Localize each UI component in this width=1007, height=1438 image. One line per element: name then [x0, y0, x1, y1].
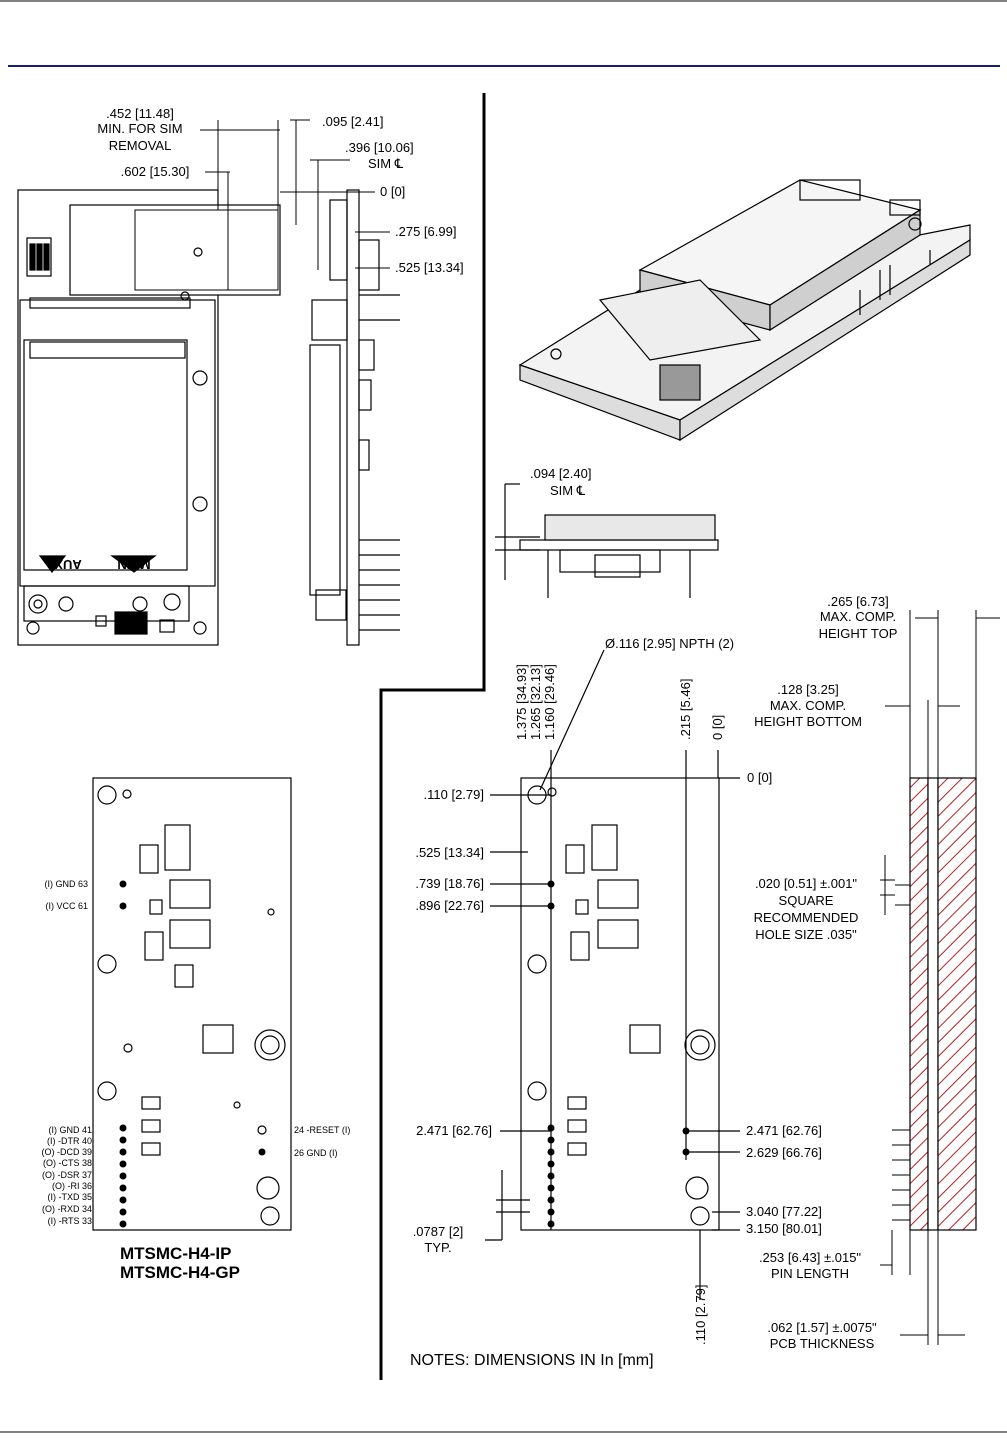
dim-452-l3: REMOVAL — [109, 138, 172, 153]
dim-094-sim: SIM ℄ — [550, 483, 586, 498]
pin-gnd-26: 26 GND (I) — [294, 1148, 338, 1158]
dim-062-l2: PCB THICKNESS — [770, 1336, 875, 1351]
dim-2471-left: 2.471 [62.76] — [416, 1123, 492, 1138]
dim-3040: 3.040 [77.22] — [746, 1204, 822, 1219]
pcb-profile — [909, 777, 977, 1231]
pin-dtr-40: (I) -DTR 40 — [47, 1136, 92, 1146]
bottom-left-board — [92, 777, 292, 1231]
pin-rxd-34: (O) -RXD 34 — [42, 1204, 92, 1214]
dim-sim-cl: SIM ℄ — [368, 156, 404, 171]
model-name-gp: MTSMC-H4-GP — [120, 1263, 240, 1282]
pin-cts-38: (O) -CTS 38 — [43, 1158, 92, 1168]
pin-dcd-39: (O) -DCD 39 — [41, 1147, 92, 1157]
dim-typ: TYP. — [424, 1240, 451, 1255]
dim-525: .525 [13.34] — [395, 260, 464, 275]
dim-1160: 1.160 [29.46] — [542, 664, 557, 740]
pin-dsr-37: (O) -DSR 37 — [42, 1170, 92, 1180]
dim-094: .094 [2.40] — [530, 466, 591, 481]
dim-v0: 0 [0] — [710, 715, 725, 740]
dim-110b: .110 [2.79] — [693, 1285, 708, 1345]
pin-gnd-41: (I) GND 41 — [48, 1125, 92, 1135]
top-left-dimension-lines — [200, 119, 390, 290]
dim-265-l2: MAX. COMP. — [820, 609, 896, 624]
dim-062: .062 [1.57] ±.0075" — [767, 1320, 877, 1335]
dim-1375: 1.375 [34.93] — [514, 664, 529, 740]
bottom-left-pins — [119, 880, 266, 1228]
dim-zero: 0 [0] — [380, 184, 405, 199]
dim-2629: 2.629 [66.76] — [746, 1145, 822, 1160]
dim-128-l3: HEIGHT BOTTOM — [754, 714, 862, 729]
dim-2471-right: 2.471 [62.76] — [746, 1123, 822, 1138]
model-name-ip: MTSMC-H4-IP — [120, 1244, 231, 1263]
pin-txd-35: (I) -TXD 35 — [47, 1192, 92, 1202]
dim-020: .020 [0.51] ±.001" — [755, 876, 857, 891]
bottom-middle-board — [485, 649, 740, 1300]
pin-reset-24: 24 -RESET (I) — [294, 1125, 350, 1135]
dim-265-l3: HEIGHT TOP — [819, 626, 898, 641]
dim-452-l2: MIN. FOR SIM — [97, 121, 182, 136]
dim-pitch: .0787 [2] — [413, 1224, 464, 1239]
aux-label: AUX — [54, 557, 82, 572]
dim-396: .396 [10.06] — [345, 140, 414, 155]
pin-vcc-61: (I) VCC 61 — [45, 901, 88, 911]
bottom-middle-pins — [547, 880, 690, 1228]
pcb-profile-dims — [880, 610, 1000, 1345]
dim-253: .253 [6.43] ±.015" — [759, 1250, 861, 1265]
dim-265: .265 [6.73] — [827, 594, 888, 609]
main-label: MAIN — [117, 557, 150, 572]
dim-602: .602 [15.30] — [121, 164, 190, 179]
dim-020-l4: HOLE SIZE .035" — [755, 927, 857, 942]
pin-ri-36: (O) -RI 36 — [52, 1181, 92, 1191]
section-dividers — [379, 93, 486, 1380]
dim-128-l2: MAX. COMP. — [770, 698, 846, 713]
top-view-board — [17, 189, 281, 646]
dim-452: .452 [11.48] — [106, 106, 174, 121]
notes: NOTES: DIMENSIONS IN In [mm] — [410, 1352, 654, 1369]
dim-095: .095 [2.41] — [322, 114, 383, 129]
dim-020-l2: SQUARE — [779, 893, 834, 908]
dim-h0: 0 [0] — [747, 770, 772, 785]
dim-3150: 3.150 [80.01] — [746, 1221, 822, 1236]
dim-128: .128 [3.25] — [777, 682, 838, 697]
pin-gnd-63: (I) GND 63 — [44, 879, 88, 889]
dim-896: .896 [22.76] — [415, 898, 484, 913]
dim-020-l3: RECOMMENDED — [754, 910, 859, 925]
dim-1265: 1.265 [32.13] — [528, 664, 543, 740]
dim-739: .739 [18.76] — [415, 876, 484, 891]
dim-275: .275 [6.99] — [395, 224, 456, 239]
horizontal-side-view — [495, 483, 719, 598]
dim-525b: .525 [13.34] — [415, 845, 484, 860]
dim-253-l2: PIN LENGTH — [771, 1266, 849, 1281]
dim-215: .215 [5.46] — [678, 679, 693, 740]
dim-npth: Ø.116 [2.95] NPTH (2) — [605, 636, 734, 651]
dim-110: .110 [2.79] — [424, 787, 484, 802]
pin-rts-33: (I) -RTS 33 — [48, 1216, 92, 1226]
isometric-view — [518, 179, 971, 442]
side-profile-view — [309, 189, 400, 646]
